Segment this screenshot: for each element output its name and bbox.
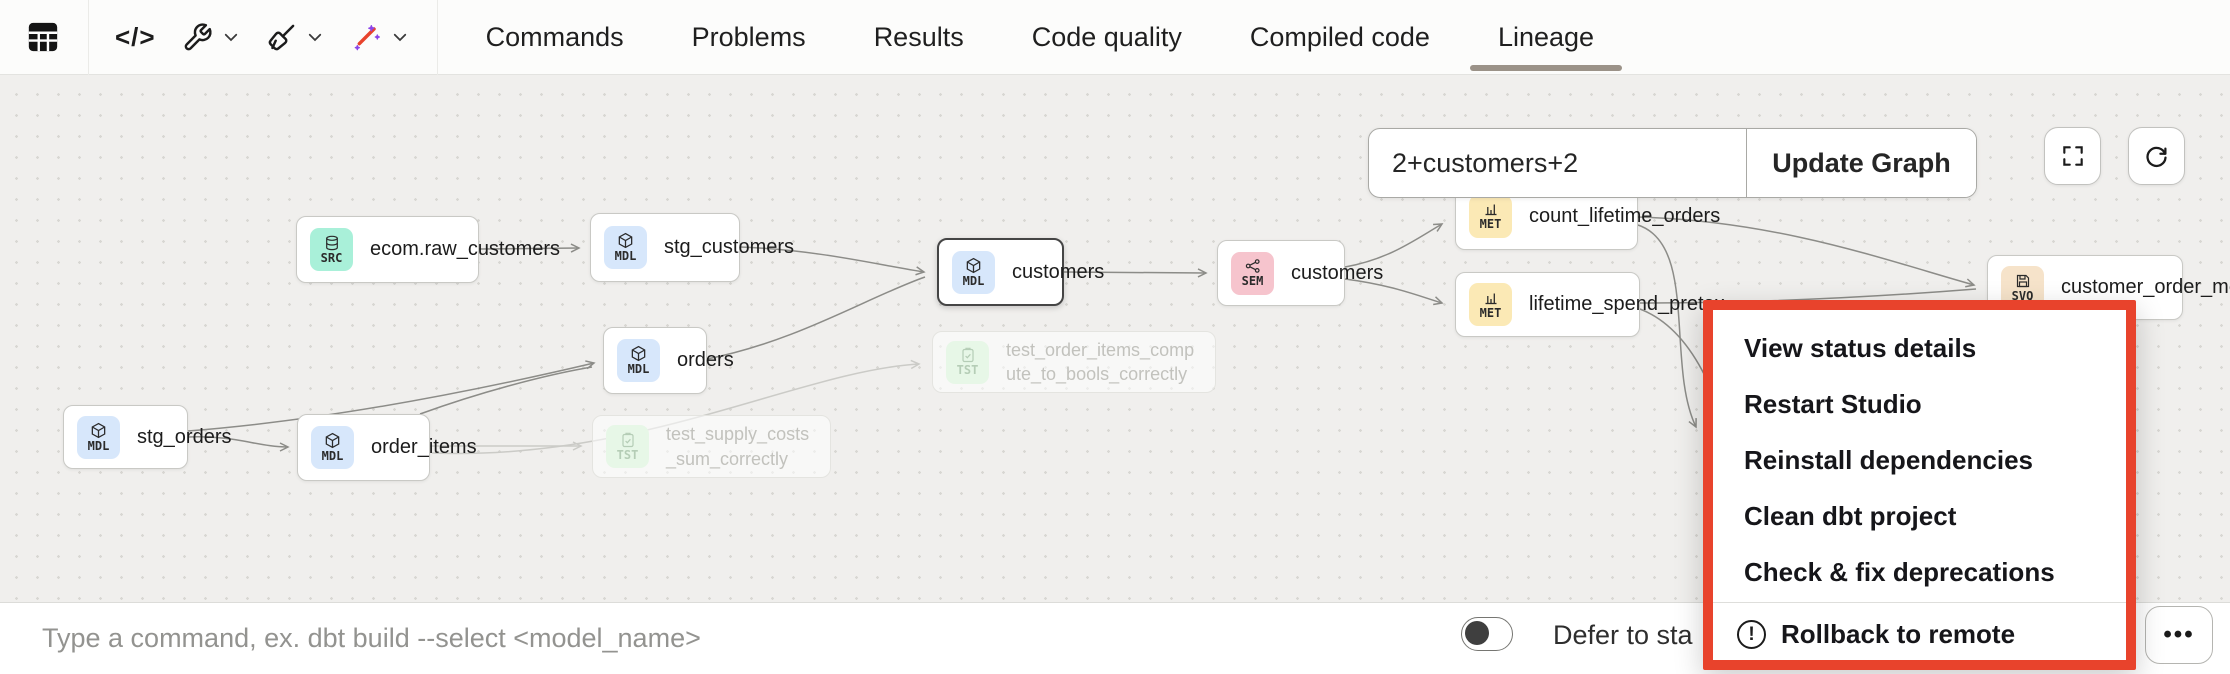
fullscreen-button[interactable]: [2044, 127, 2101, 185]
graph-node-test-supply-costs[interactable]: TST test_supply_costs_sum_correctly: [592, 415, 831, 478]
clipboard-check-icon: [961, 347, 974, 363]
cube-icon: [966, 257, 981, 273]
model-badge: MDL: [311, 426, 354, 469]
toolbar-divider: [88, 0, 89, 75]
graph-node-orders[interactable]: MDL orders: [603, 327, 734, 394]
update-graph-button[interactable]: Update Graph: [1747, 129, 1976, 197]
graph-node-ecom-raw-customers[interactable]: SRC ecom.raw_customers: [296, 216, 560, 283]
command-input[interactable]: [42, 623, 1342, 654]
status-context-menu: View status details Restart Studio Reins…: [1703, 300, 2136, 670]
cube-icon: [618, 233, 633, 249]
defer-toggle[interactable]: [1461, 617, 1513, 651]
menu-item-view-status-details[interactable]: View status details: [1744, 332, 1977, 363]
chevron-down-icon: [308, 33, 321, 42]
menu-item-reinstall-dependencies[interactable]: Reinstall dependencies: [1744, 444, 2033, 475]
menu-divider: [1713, 602, 2126, 603]
chevron-down-icon: [393, 33, 406, 42]
tab-commands[interactable]: Commands: [485, 21, 624, 52]
graph-node-customers-model[interactable]: MDL customers: [937, 238, 1104, 306]
menu-item-restart-studio[interactable]: Restart Studio: [1744, 388, 1922, 419]
toolbar-divider: [436, 0, 438, 75]
ellipsis-icon: •••: [2163, 621, 2195, 648]
broom-icon: [268, 24, 294, 50]
graph-node-stg-customers[interactable]: MDL stg_customers: [590, 213, 794, 282]
semantic-model-badge: SEM: [1231, 251, 1274, 295]
model-badge: MDL: [77, 415, 120, 459]
refresh-button[interactable]: [2128, 127, 2185, 185]
defer-toggle-label: Defer to sta: [1553, 620, 1693, 650]
model-badge: MDL: [604, 226, 647, 269]
model-badge: MDL: [952, 250, 995, 294]
graph-nodes-icon: [1245, 259, 1260, 274]
top-toolbar: </>: [0, 0, 2230, 75]
selector-divider: [1745, 129, 1747, 197]
menu-item-rollback-to-remote[interactable]: ! Rollback to remote: [1713, 606, 2126, 662]
metric-badge: MET: [1469, 283, 1512, 326]
tab-problems[interactable]: Problems: [691, 21, 806, 52]
graph-node-lifetime-spend-pretax[interactable]: MET lifetime_spend_pretax: [1455, 272, 1725, 337]
cube-icon: [91, 422, 106, 438]
graph-node-customers-semantic[interactable]: SEM customers: [1217, 240, 1383, 306]
menu-item-label: Rollback to remote: [1781, 618, 2016, 649]
refresh-icon: [2146, 146, 2167, 167]
toolbar-action-group: </>: [89, 0, 437, 74]
lineage-canvas[interactable]: MDL stg_orders MDL order_items SRC ecom.…: [0, 75, 2230, 602]
clipboard-check-icon: [621, 432, 634, 447]
build-tools-button[interactable]: [182, 22, 240, 53]
panel-tabs: Commands Problems Results Code quality C…: [452, 0, 1628, 74]
graph-node-stg-orders[interactable]: MDL stg_orders: [63, 405, 232, 469]
table-icon: [28, 22, 58, 52]
database-icon: [325, 235, 338, 250]
toggle-knob: [1465, 621, 1489, 645]
graph-selector-input[interactable]: 2+customers+2: [1392, 147, 1579, 178]
tab-compiled-code[interactable]: Compiled code: [1249, 21, 1430, 52]
toolbar-icon-group: [0, 0, 88, 74]
fullscreen-icon: [2062, 146, 2083, 166]
tab-code-quality[interactable]: Code quality: [1031, 21, 1182, 52]
test-badge: TST: [606, 425, 649, 468]
ai-assist-button[interactable]: [350, 21, 409, 53]
cube-icon: [631, 346, 646, 362]
table-view-button[interactable]: [26, 20, 60, 54]
chevron-down-icon: [224, 33, 237, 42]
floppy-disk-icon: [2016, 274, 2029, 287]
graph-node-order-items[interactable]: MDL order_items: [297, 414, 477, 481]
bar-chart-icon: [1485, 293, 1496, 304]
graph-node-test-order-items[interactable]: TST test_order_items_compute_to_bools_co…: [932, 331, 1216, 393]
tab-lineage[interactable]: Lineage: [1464, 0, 1628, 74]
magic-wand-icon: [354, 24, 380, 51]
wrench-icon: [184, 22, 212, 50]
source-badge: SRC: [310, 228, 353, 271]
more-options-button[interactable]: •••: [2145, 606, 2213, 664]
code-icon: </>: [115, 21, 156, 52]
metric-badge: MET: [1469, 194, 1512, 238]
alert-circle-icon: !: [1737, 619, 1766, 649]
tab-results[interactable]: Results: [873, 21, 964, 52]
test-badge: TST: [946, 340, 989, 384]
graph-selector-bar: 2+customers+2 Update Graph: [1368, 128, 1977, 198]
menu-item-check-fix-deprecations[interactable]: Check & fix deprecations: [1744, 556, 2055, 587]
menu-item-clean-dbt-project[interactable]: Clean dbt project: [1744, 500, 1957, 531]
lineage-edges: [187, 216, 1977, 506]
model-badge: MDL: [617, 339, 660, 382]
code-button[interactable]: </>: [115, 22, 156, 53]
cube-icon: [325, 433, 340, 449]
clean-tools-button[interactable]: [266, 22, 324, 53]
bar-chart-icon: [1485, 204, 1496, 216]
